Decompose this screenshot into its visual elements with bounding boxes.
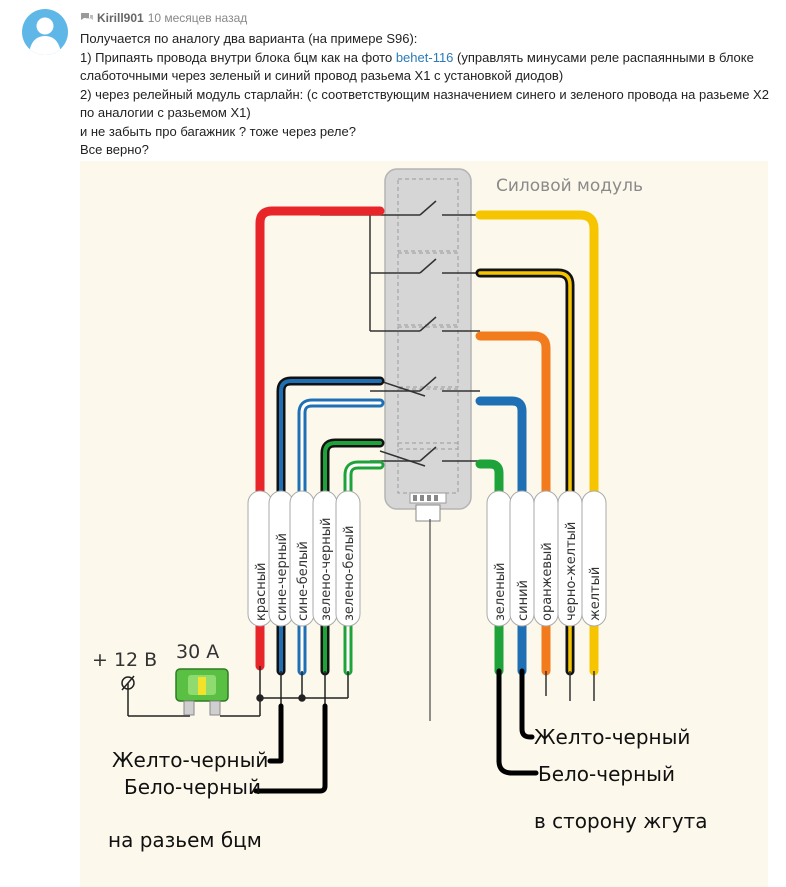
wire-label-black-yellow: черно-желтый xyxy=(564,522,579,621)
left-annotation-2: Бело-черный xyxy=(124,775,261,799)
right-annotation-3: в сторону жгута xyxy=(534,809,708,833)
left-wire-labels: красный сине-черный сине-белый зелено-че… xyxy=(247,490,361,627)
comment-line-1: Получается по аналогу два варианта (на п… xyxy=(80,31,418,46)
right-annotation-wires xyxy=(496,668,539,776)
right-annotation-2: Бело-черный xyxy=(538,762,675,786)
wiring-diagram-image[interactable]: Силовой модуль крас xyxy=(80,161,768,887)
wire-label-orange: оранжевый xyxy=(540,542,555,621)
photo-link[interactable]: behet-116 xyxy=(395,49,454,65)
comment-line-5: Все верно? xyxy=(80,142,149,157)
comments-icon xyxy=(81,13,93,20)
wire-label-red: красный xyxy=(254,563,269,621)
comment-line-3: 2) через релейный модуль старлайн: (с со… xyxy=(80,86,769,121)
wire-label-blue-black: сине-черный xyxy=(275,533,290,621)
fuse-icon xyxy=(175,668,229,716)
right-annotation-1: Желто-черный xyxy=(534,725,690,749)
right-wire-labels: зеленый синий оранжевый черно-желтый жел… xyxy=(486,490,607,627)
comment-line-4: и не забыть про багажник ? тоже через ре… xyxy=(80,123,356,139)
comment-time[interactable]: 10 месяцев назад xyxy=(147,11,248,25)
wire-label-green-black: зелено-черный xyxy=(319,517,334,621)
supply-label: + 12 В xyxy=(92,649,157,671)
supply-circuit xyxy=(121,666,349,717)
module-switches xyxy=(320,200,480,467)
wiring-diagram: Силовой модуль крас xyxy=(92,168,708,852)
right-wires xyxy=(475,210,599,676)
right-leads xyxy=(545,671,595,701)
wire-label-green: зеленый xyxy=(493,563,508,621)
left-annotation-wires xyxy=(253,703,328,794)
comment-body: Получается по аналогу два варианта (на п… xyxy=(80,30,780,160)
comment-line-2-end: (управлять минусами реле распаянными в б… xyxy=(80,49,754,84)
fuse-label: 30 А xyxy=(176,641,219,663)
user-avatar-icon xyxy=(29,17,61,55)
comment-line-2: 1) Припаять провода внутри блока бцм как… xyxy=(80,49,780,86)
power-module-box xyxy=(384,168,472,721)
module-label: Силовой модуль xyxy=(496,176,643,196)
comment-line-2-start: 1) Припаять провода внутри блока бцм как… xyxy=(80,49,396,65)
left-annotation-1: Желто-черный xyxy=(112,748,268,772)
left-wires xyxy=(255,206,385,676)
avatar[interactable] xyxy=(22,9,68,55)
wire-label-green-white: зелено-белый xyxy=(342,526,357,621)
left-annotation-3: на разьем бцм xyxy=(108,828,262,852)
wire-label-blue: синий xyxy=(516,580,531,621)
wire-label-blue-white: сине-белый xyxy=(296,541,311,621)
wire-label-yellow: желтый xyxy=(588,567,603,621)
comment-author[interactable]: Kirill901 xyxy=(97,11,144,25)
